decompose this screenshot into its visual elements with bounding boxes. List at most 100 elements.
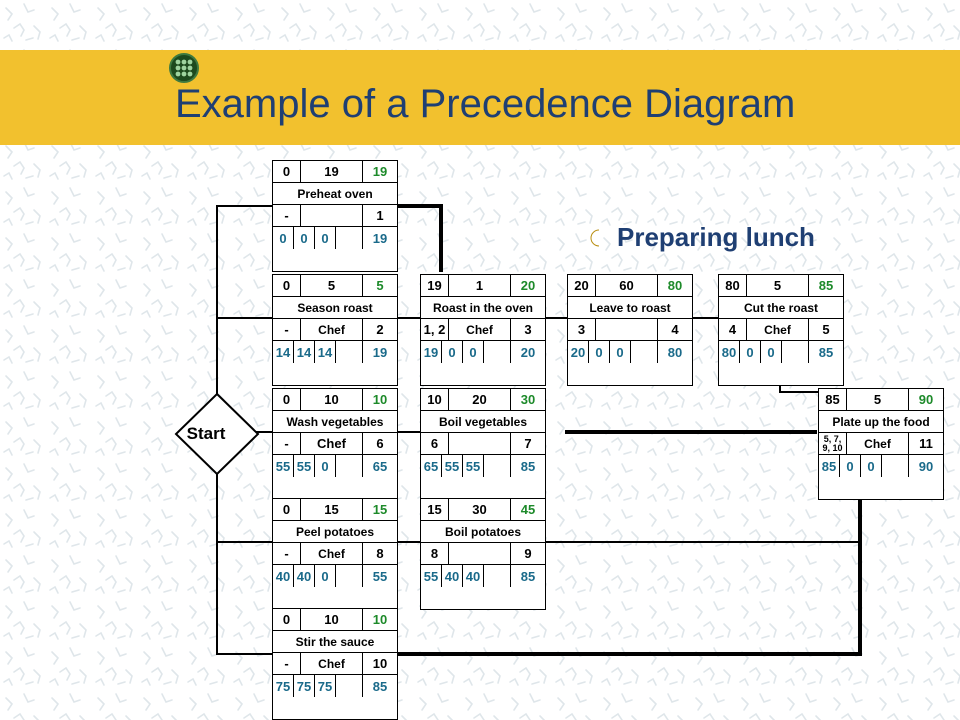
predecessors: 5, 7, 9, 10 [819, 433, 847, 455]
blank-cell [484, 565, 511, 587]
earliest-finish: 85 [809, 275, 843, 297]
earliest-finish: 10 [363, 609, 397, 631]
latest-finish: 65 [372, 458, 388, 474]
float-3: 0 [463, 341, 484, 363]
earliest-start: 0 [273, 161, 301, 183]
float-1: 0 [273, 227, 294, 249]
resource: Chef [847, 433, 909, 455]
predecessors: 6 [421, 433, 449, 455]
latest-finish: 85 [818, 344, 834, 360]
float-1: 55 [273, 455, 294, 477]
predecessors: 8 [421, 543, 449, 565]
activity-number: 9 [511, 543, 545, 565]
earliest-start: 0 [273, 389, 301, 411]
activity-name: Peel potatoes [273, 521, 397, 543]
float-3: 0 [315, 455, 336, 477]
float-3: 75 [315, 675, 336, 697]
activity-node-stir-sauce: 0 10 10 Stir the sauce - Chef 10 75 75 7… [272, 608, 398, 720]
earliest-start: 15 [421, 499, 449, 521]
earliest-finish: 5 [363, 275, 397, 297]
earliest-finish: 90 [909, 389, 943, 411]
predecessors: 1, 2 [421, 319, 449, 341]
earliest-finish: 15 [363, 499, 397, 521]
float-1: 85 [819, 455, 840, 477]
activity-node-season-roast: 0 5 5 Season roast - Chef 2 14 14 14 19 [272, 274, 398, 386]
activity-name: Wash vegetables [273, 411, 397, 433]
earliest-start: 80 [719, 275, 747, 297]
activity-node-peel-potatoes: 0 15 15 Peel potatoes - Chef 8 40 40 0 5… [272, 498, 398, 610]
predecessors: - [273, 653, 301, 675]
earliest-start: 19 [421, 275, 449, 297]
float-1: 19 [421, 341, 442, 363]
activity-number: 6 [363, 433, 397, 455]
activity-number: 4 [658, 319, 692, 341]
duration: 20 [449, 389, 511, 411]
latest-finish: 20 [520, 344, 536, 360]
duration: 10 [301, 389, 363, 411]
edge-boilpot-to-plate [545, 470, 861, 543]
predecessors: - [273, 319, 301, 341]
float-3: 55 [463, 455, 484, 477]
latest-finish: 19 [372, 344, 388, 360]
activity-node-boil-potatoes: 15 30 45 Boil potatoes 8 9 55 40 40 85 [420, 498, 546, 610]
duration: 10 [301, 609, 363, 631]
activity-number: 10 [363, 653, 397, 675]
blank-cell [484, 341, 511, 363]
float-1: 75 [273, 675, 294, 697]
subtitle: Preparing lunch [617, 222, 815, 252]
float-2: 0 [442, 341, 463, 363]
float-1: 55 [421, 565, 442, 587]
blank-cell [484, 455, 511, 477]
float-2: 40 [442, 565, 463, 587]
duration: 5 [301, 275, 363, 297]
page-title: Example of a Precedence Diagram [175, 82, 796, 126]
resource [301, 205, 363, 227]
activity-name: Boil vegetables [421, 411, 545, 433]
duration: 5 [847, 389, 909, 411]
duration: 1 [449, 275, 511, 297]
activity-number: 11 [909, 433, 943, 455]
activity-name: Cut the roast [719, 297, 843, 319]
earliest-start: 0 [273, 499, 301, 521]
start-node-label: Start [186, 424, 226, 443]
predecessors: 4 [719, 319, 747, 341]
float-3: 14 [315, 341, 336, 363]
activity-node-plate-up: 85 5 90 Plate up the food 5, 7, 9, 10 Ch… [818, 388, 944, 500]
earliest-start: 85 [819, 389, 847, 411]
activity-number: 3 [511, 319, 545, 341]
activity-node-cut-the-roast: 80 5 85 Cut the roast 4 Chef 5 80 0 0 85 [718, 274, 844, 386]
predecessors: 3 [568, 319, 596, 341]
latest-finish: 85 [520, 458, 536, 474]
float-2: 14 [294, 341, 315, 363]
float-1: 80 [719, 341, 740, 363]
activity-node-leave-to-roast: 20 60 80 Leave to roast 3 4 20 0 0 80 [567, 274, 693, 386]
duration: 15 [301, 499, 363, 521]
resource: Chef [301, 543, 363, 565]
earliest-finish: 45 [511, 499, 545, 521]
earliest-start: 20 [568, 275, 596, 297]
resource: Chef [301, 433, 363, 455]
subtitle-bullet-row: Preparing lunch [585, 222, 815, 253]
blank-cell [336, 675, 363, 697]
earliest-finish: 20 [511, 275, 545, 297]
float-1: 40 [273, 565, 294, 587]
activity-node-boil-vegetables: 10 20 30 Boil vegetables 6 7 65 55 55 85 [420, 388, 546, 500]
float-1: 14 [273, 341, 294, 363]
float-3: 0 [315, 227, 336, 249]
edge-start-to-peel [216, 458, 272, 543]
activity-node-roast-in-oven: 19 1 20 Roast in the oven 1, 2 Chef 3 19… [420, 274, 546, 386]
resource: Chef [301, 653, 363, 675]
float-3: 40 [463, 565, 484, 587]
duration: 30 [449, 499, 511, 521]
float-3: 0 [610, 341, 631, 363]
float-3: 0 [761, 341, 782, 363]
earliest-finish: 10 [363, 389, 397, 411]
edge-preheat-to-roast [398, 204, 443, 272]
float-2: 55 [442, 455, 463, 477]
blank-cell [336, 455, 363, 477]
latest-finish: 90 [918, 458, 934, 474]
latest-finish: 80 [667, 344, 683, 360]
resource: Chef [449, 319, 511, 341]
float-2: 75 [294, 675, 315, 697]
resource: Chef [301, 319, 363, 341]
